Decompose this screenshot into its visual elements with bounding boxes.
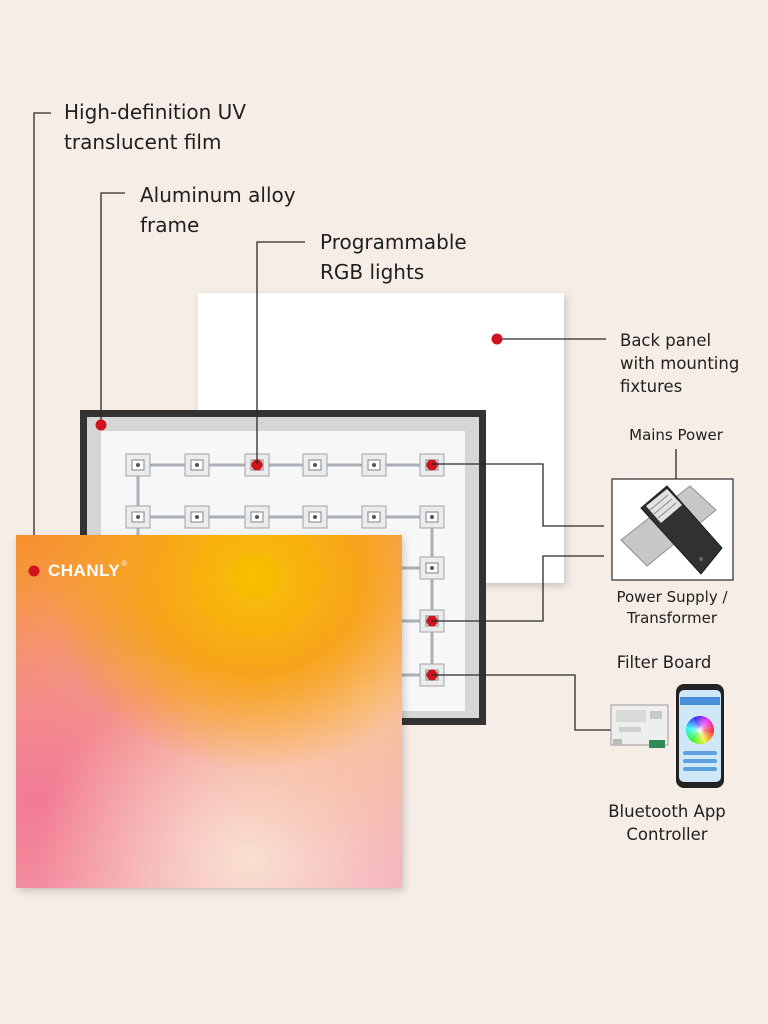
circuit-board-icon xyxy=(610,704,669,748)
led-chip-icon xyxy=(184,505,210,529)
led-chip-icon xyxy=(125,505,151,529)
led-marker xyxy=(426,459,438,471)
led-chip-icon xyxy=(419,556,445,580)
filter-board-label: Filter Board xyxy=(616,653,712,672)
led-chip-icon xyxy=(244,505,270,529)
power-supply-icon xyxy=(611,478,734,581)
led-chip-icon xyxy=(302,453,328,477)
psu-line-1 xyxy=(432,463,604,527)
power-supply-label: Power Supply / Transformer xyxy=(616,588,728,627)
uv-film-marker xyxy=(28,565,40,577)
back-panel-marker xyxy=(491,333,503,345)
mains-power-label: Mains Power xyxy=(629,426,723,444)
psu-line-2 xyxy=(432,555,604,622)
uv-film-panel xyxy=(16,535,402,888)
frame-label: Aluminum alloy frame xyxy=(140,183,296,237)
led-marker xyxy=(251,459,263,471)
leader-lines xyxy=(33,112,677,731)
rgb-lights-label: Programmable RGB lights xyxy=(320,230,467,284)
led-chip-icon xyxy=(361,505,387,529)
led-chip-icon xyxy=(361,453,387,477)
uv-film-leader xyxy=(33,112,51,571)
brand-logo: CHANLY® xyxy=(48,559,128,581)
brand-mark: ® xyxy=(121,559,128,568)
uv-film-label: High-definition UV translucent film xyxy=(64,100,247,154)
filter-board-line xyxy=(432,674,611,731)
back-panel-label: Back panel with mounting fixtures xyxy=(620,331,740,396)
led-chip-icon xyxy=(419,453,445,477)
led-chip-icon xyxy=(125,453,151,477)
led-chip-icon xyxy=(419,505,445,529)
bluetooth-app-label: Bluetooth App Controller xyxy=(608,802,726,844)
frame-marker xyxy=(95,419,107,431)
rgb-lights-leader xyxy=(256,241,305,464)
led-chip-icon xyxy=(302,505,328,529)
brand-name: CHANLY xyxy=(48,561,121,580)
frame-leader xyxy=(100,192,125,425)
led-chip-icon xyxy=(244,453,270,477)
smartphone-color-wheel-icon xyxy=(676,684,724,788)
led-chip-icon xyxy=(184,453,210,477)
